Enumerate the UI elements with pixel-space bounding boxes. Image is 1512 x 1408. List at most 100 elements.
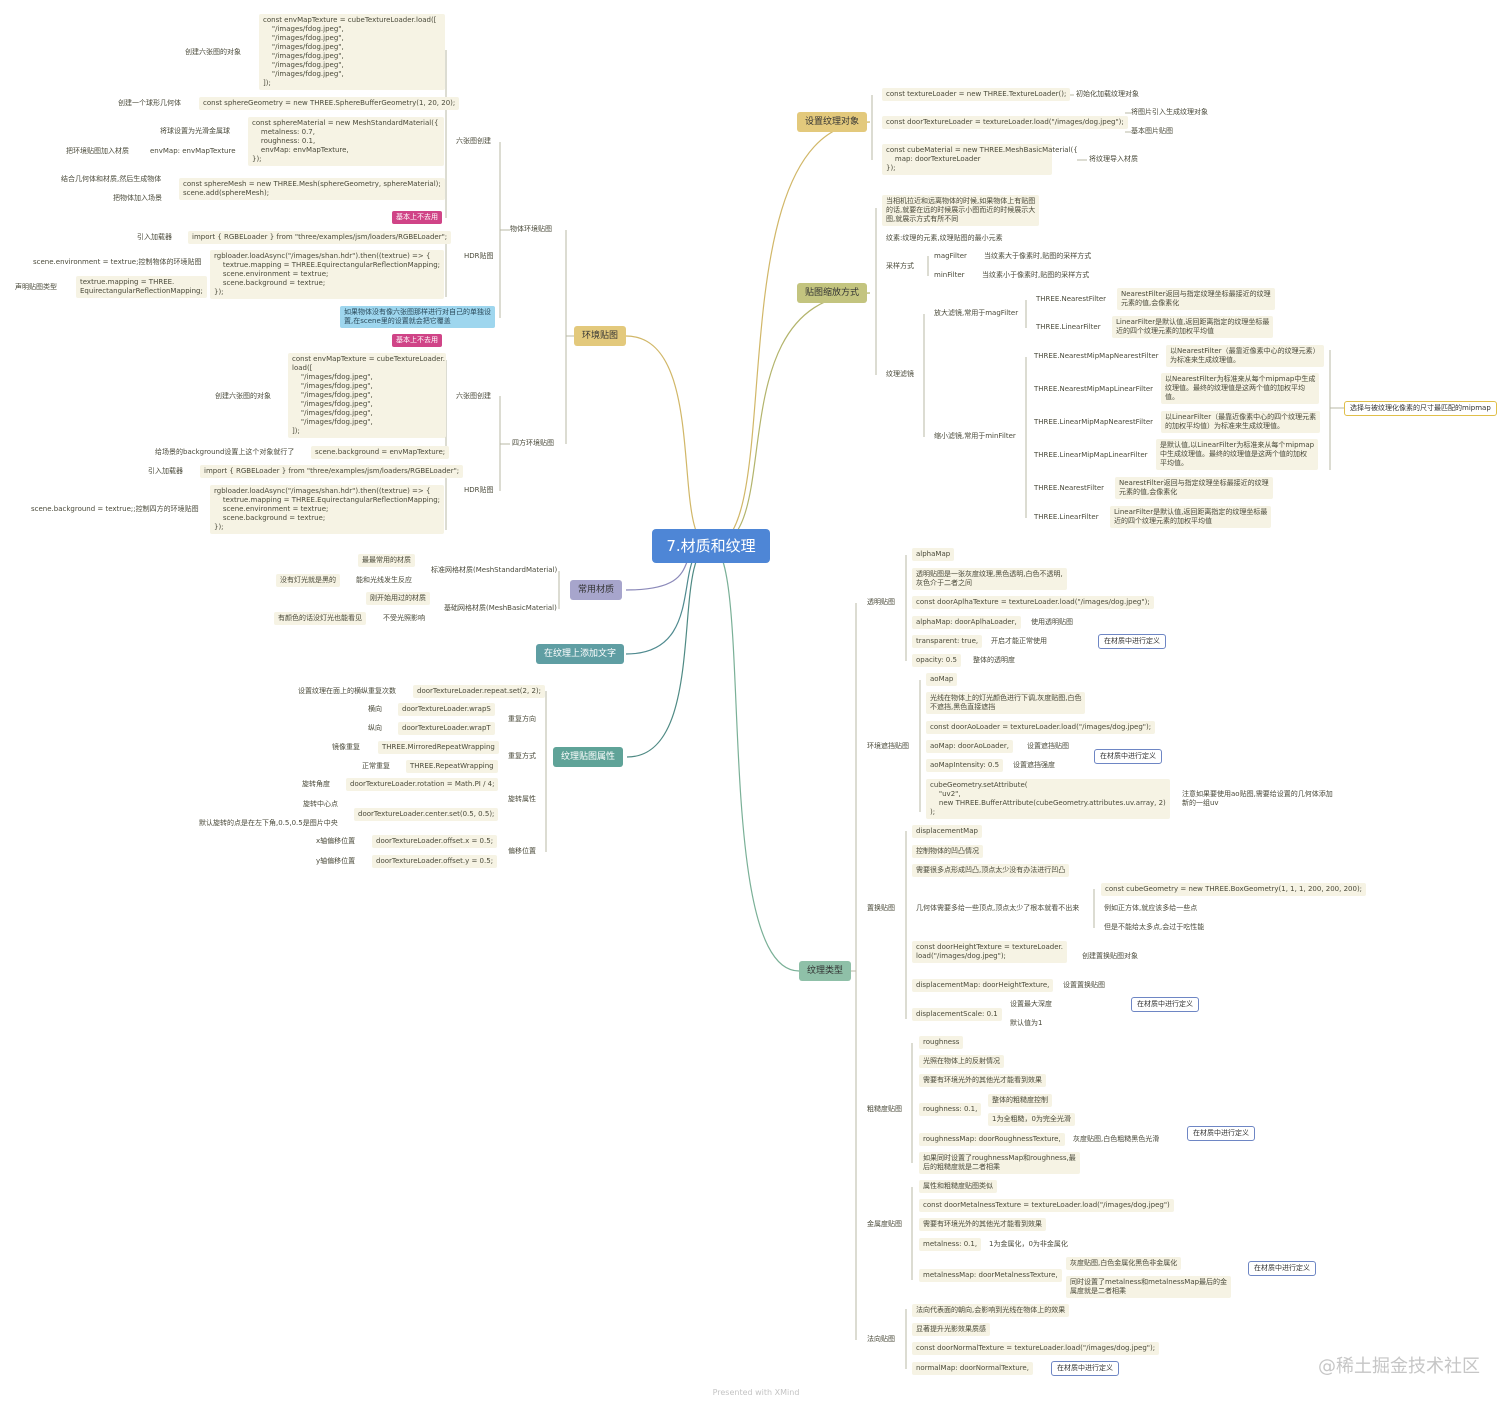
env-combine: 结合几何体和材质,然后生成物体	[61, 175, 162, 183]
type-metal-4-note: 1为金属化，0为非金属化	[989, 1240, 1068, 1248]
scale-texel: 纹素:纹理的元素,纹理贴图的最小元素	[886, 234, 1003, 242]
type-ao-4: aoMap: doorAoLoader,	[926, 740, 1013, 753]
type-ao: 环境遮挡贴图	[867, 742, 909, 750]
type-rough-1: roughness	[919, 1036, 964, 1049]
type-norm-define-box[interactable]: 在材质中进行定义	[1051, 1361, 1119, 1376]
scale-nf: THREE.NearestFilter	[1036, 295, 1107, 303]
type-disp-4c: 但是不能给太多点,会过于吃性能	[1104, 923, 1205, 931]
type-alpha-5-note: 开启才能正常使用	[991, 637, 1047, 645]
common-standard-b: 能和光线发生反应	[356, 576, 412, 584]
env-six-label: 六张图创建	[456, 137, 491, 145]
env-scene-env: scene.environment = textrue;控制物体的环境贴图	[33, 258, 202, 266]
watermark: @稀土掘金技术社区	[1318, 1356, 1480, 1377]
type-alpha-5: transparent: true,	[912, 635, 983, 648]
branch-text-on-texture[interactable]: 在纹理上添加文字	[536, 644, 625, 664]
env-create-six: 创建六张图的对象	[185, 48, 241, 56]
attr-repeat-label: 设置纹理在面上的横纵重复次数	[298, 687, 396, 695]
texobj-line1-note: 初始化加载纹理对象	[1076, 90, 1139, 98]
texobj-line2-note-a: 将图片引入生成纹理对象	[1131, 108, 1208, 116]
type-disp-4: 几何体需要多给一些顶点,顶点太少了根本就看不出来	[916, 904, 1080, 912]
texobj-line3-note: 将纹理导入材质	[1089, 155, 1138, 163]
common-basic: 基础网格材质(MeshBasicMaterial)	[444, 604, 557, 612]
type-alpha-4: alphaMap: doorAplhaLoader,	[912, 616, 1021, 629]
scale-m2-desc: 以NearestFilter为标准来从每个mipmap中生成 纹理值。最终的纹理…	[1161, 373, 1320, 404]
branch-env-map[interactable]: 环境贴图	[574, 326, 627, 346]
type-metal-4: metalness: 0.1,	[919, 1238, 982, 1251]
type-ao-5: aoMapIntensity: 0.5	[926, 759, 1004, 772]
env-material-code: const sphereMaterial = new MeshStandardM…	[248, 117, 444, 166]
type-metal-5a: 灰度贴图,白色金属化黑色非金属化	[1066, 1257, 1182, 1270]
type-disp-2: 控制物体的凹凸情况	[912, 845, 983, 858]
type-rough-4a: 整体的粗糙度控制	[988, 1094, 1052, 1107]
branch-texture-attributes[interactable]: 纹理贴图属性	[553, 747, 624, 767]
scale-big-filter: 放大滤镜,常用于magFilter	[934, 309, 1019, 317]
branch-texture-types[interactable]: 纹理类型	[799, 961, 852, 981]
env-mapping-code: textrue.mapping = THREE. Equirectangular…	[76, 276, 207, 298]
type-displacement: 置换贴图	[867, 904, 895, 912]
env-hdr-label: HDR贴图	[464, 252, 494, 260]
type-ao-define-box[interactable]: 在材质中进行定义	[1094, 749, 1162, 764]
scale-mag: magFilter	[934, 252, 967, 260]
env-create-six2: 创建六张图的对象	[215, 392, 271, 400]
common-standard-b2: 没有灯光就是黑的	[276, 574, 340, 587]
type-ao-4-note: 设置遮挡贴图	[1027, 742, 1069, 750]
scale-m5-desc: NearestFilter返回与指定纹理坐标最接近的纹理 元素的值,会像素化	[1115, 477, 1273, 499]
branch-scale-mode[interactable]: 贴图缩放方式	[797, 283, 868, 303]
type-disp-6: displacementMap: doorHeightTexture,	[912, 979, 1054, 992]
scale-m6: THREE.LinearFilter	[1034, 513, 1099, 521]
scale-m4-desc: 是默认值,以LinearFilter为标准来从每个mipmap 中生成纹理值。最…	[1156, 439, 1319, 470]
branch-texture-object[interactable]: 设置纹理对象	[797, 112, 868, 132]
attr-offset-y: y轴偏移位置	[316, 857, 356, 865]
env-tag-rarely-used-1: 基本上不去用	[392, 211, 442, 224]
type-disp-define-box[interactable]: 在材质中进行定义	[1131, 997, 1199, 1012]
type-disp-4a: const cubeGeometry = new THREE.BoxGeomet…	[1101, 883, 1367, 896]
env-smooth-label: 将球设置为光滑金属球	[160, 127, 230, 135]
root-topic[interactable]: 7.材质和纹理	[652, 529, 770, 563]
type-disp-7b: 默认值为1	[1010, 1019, 1043, 1027]
footer-credit: Presented with XMind	[712, 1388, 800, 1397]
type-rough-define-box[interactable]: 在材质中进行定义	[1187, 1126, 1255, 1141]
attr-repeat-code: doorTextureLoader.repeat.set(2, 2);	[413, 685, 545, 698]
type-rough-5: roughnessMap: doorRoughnessTexture,	[919, 1133, 1065, 1146]
scale-min: minFilter	[934, 271, 965, 279]
type-alpha-1: alphaMap	[912, 548, 955, 561]
type-ao-6-note: 注意如果要使用ao贴图,需要给设置的几何体添加 新的一组uv	[1182, 790, 1333, 807]
scale-desc: 当相机拉近和远离物体的时候,如果物体上有贴图 的话,就要在远的时候展示小图而近的…	[882, 195, 1040, 226]
type-alpha-4-note: 使用透明贴图	[1031, 618, 1073, 626]
attr-normal-code: THREE.RepeatWrapping	[406, 760, 498, 773]
env-envmap-line: envMap: envMapTexture	[150, 147, 236, 155]
type-metal-define-box[interactable]: 在材质中进行定义	[1248, 1261, 1316, 1276]
env-bg-code: scene.background = envMapTexture;	[311, 446, 450, 459]
env-tag-rarely-used-2: 基本上不去用	[392, 334, 442, 347]
type-ao-5-note: 设置遮挡强度	[1013, 761, 1055, 769]
env-bg-label: 给场景的background设置上这个对象就行了	[155, 448, 295, 456]
scale-m3-desc: 以LinearFilter（最靠近像素中心的四个纹理元素 的加权平均值）为标准来…	[1161, 411, 1321, 433]
type-disp-6-note: 设置置换贴图	[1063, 981, 1105, 989]
type-ao-1: aoMap	[926, 673, 958, 686]
scale-m6-desc: LinearFilter是默认值,返回距离指定的纹理坐标最 近的四个纹理元素的加…	[1110, 506, 1272, 528]
attr-offset: 偏移位置	[508, 847, 536, 855]
connector-line	[710, 292, 871, 547]
env-rgbe-code: rgbloader.loadAsync("/images/shan.hdr").…	[210, 250, 444, 299]
attr-horizontal-code: doorTextureLoader.wrapS	[398, 703, 495, 716]
type-ao-2: 光线在物体上的灯光颜色进行下调,灰度贴图,白色 不遮挡,黑色直接遮挡	[926, 692, 1086, 714]
type-disp-3: 需要很多点形成凹凸,顶点太少没有办法进行凹凸	[912, 864, 1070, 877]
type-norm-3: const doorNormalTexture = textureLoader.…	[912, 1342, 1160, 1355]
type-norm-2: 显著提升光影效果质感	[912, 1323, 990, 1336]
type-metal-2: const doorMetalnessTexture = textureLoad…	[919, 1199, 1174, 1212]
env-sphere-label: 创建一个球形几何体	[118, 99, 181, 107]
type-alpha-6-note: 整体的透明度	[973, 656, 1015, 664]
type-rough-3: 需要有环境光外的其他光才能看到效果	[919, 1074, 1046, 1087]
env-add-env: 把环境贴图加入材质	[66, 147, 129, 155]
type-rough-6: 如果同时设置了roughnessMap和roughness,最 后的粗糙度就是二…	[919, 1152, 1080, 1174]
common-basic-a: 刚开始用过的材质	[366, 592, 430, 605]
type-metalness: 金属度贴图	[867, 1220, 902, 1228]
attr-offset-x-code: doorTextureLoader.offset.x = 0.5;	[372, 835, 498, 848]
type-alpha-define-box[interactable]: 在材质中进行定义	[1098, 634, 1166, 649]
scale-summary-box[interactable]: 选择与被纹理化像素的尺寸最匹配的mipmap	[1344, 401, 1497, 416]
type-disp-5-note: 创建置换贴图对象	[1082, 952, 1138, 960]
env-six2-label: 六张图创建	[456, 392, 491, 400]
env-rgbe2-code: rgbloader.loadAsync("/images/shan.hdr").…	[210, 485, 444, 534]
type-alpha-6: opacity: 0.5	[912, 654, 961, 667]
branch-common-material[interactable]: 常用材质	[570, 580, 623, 600]
